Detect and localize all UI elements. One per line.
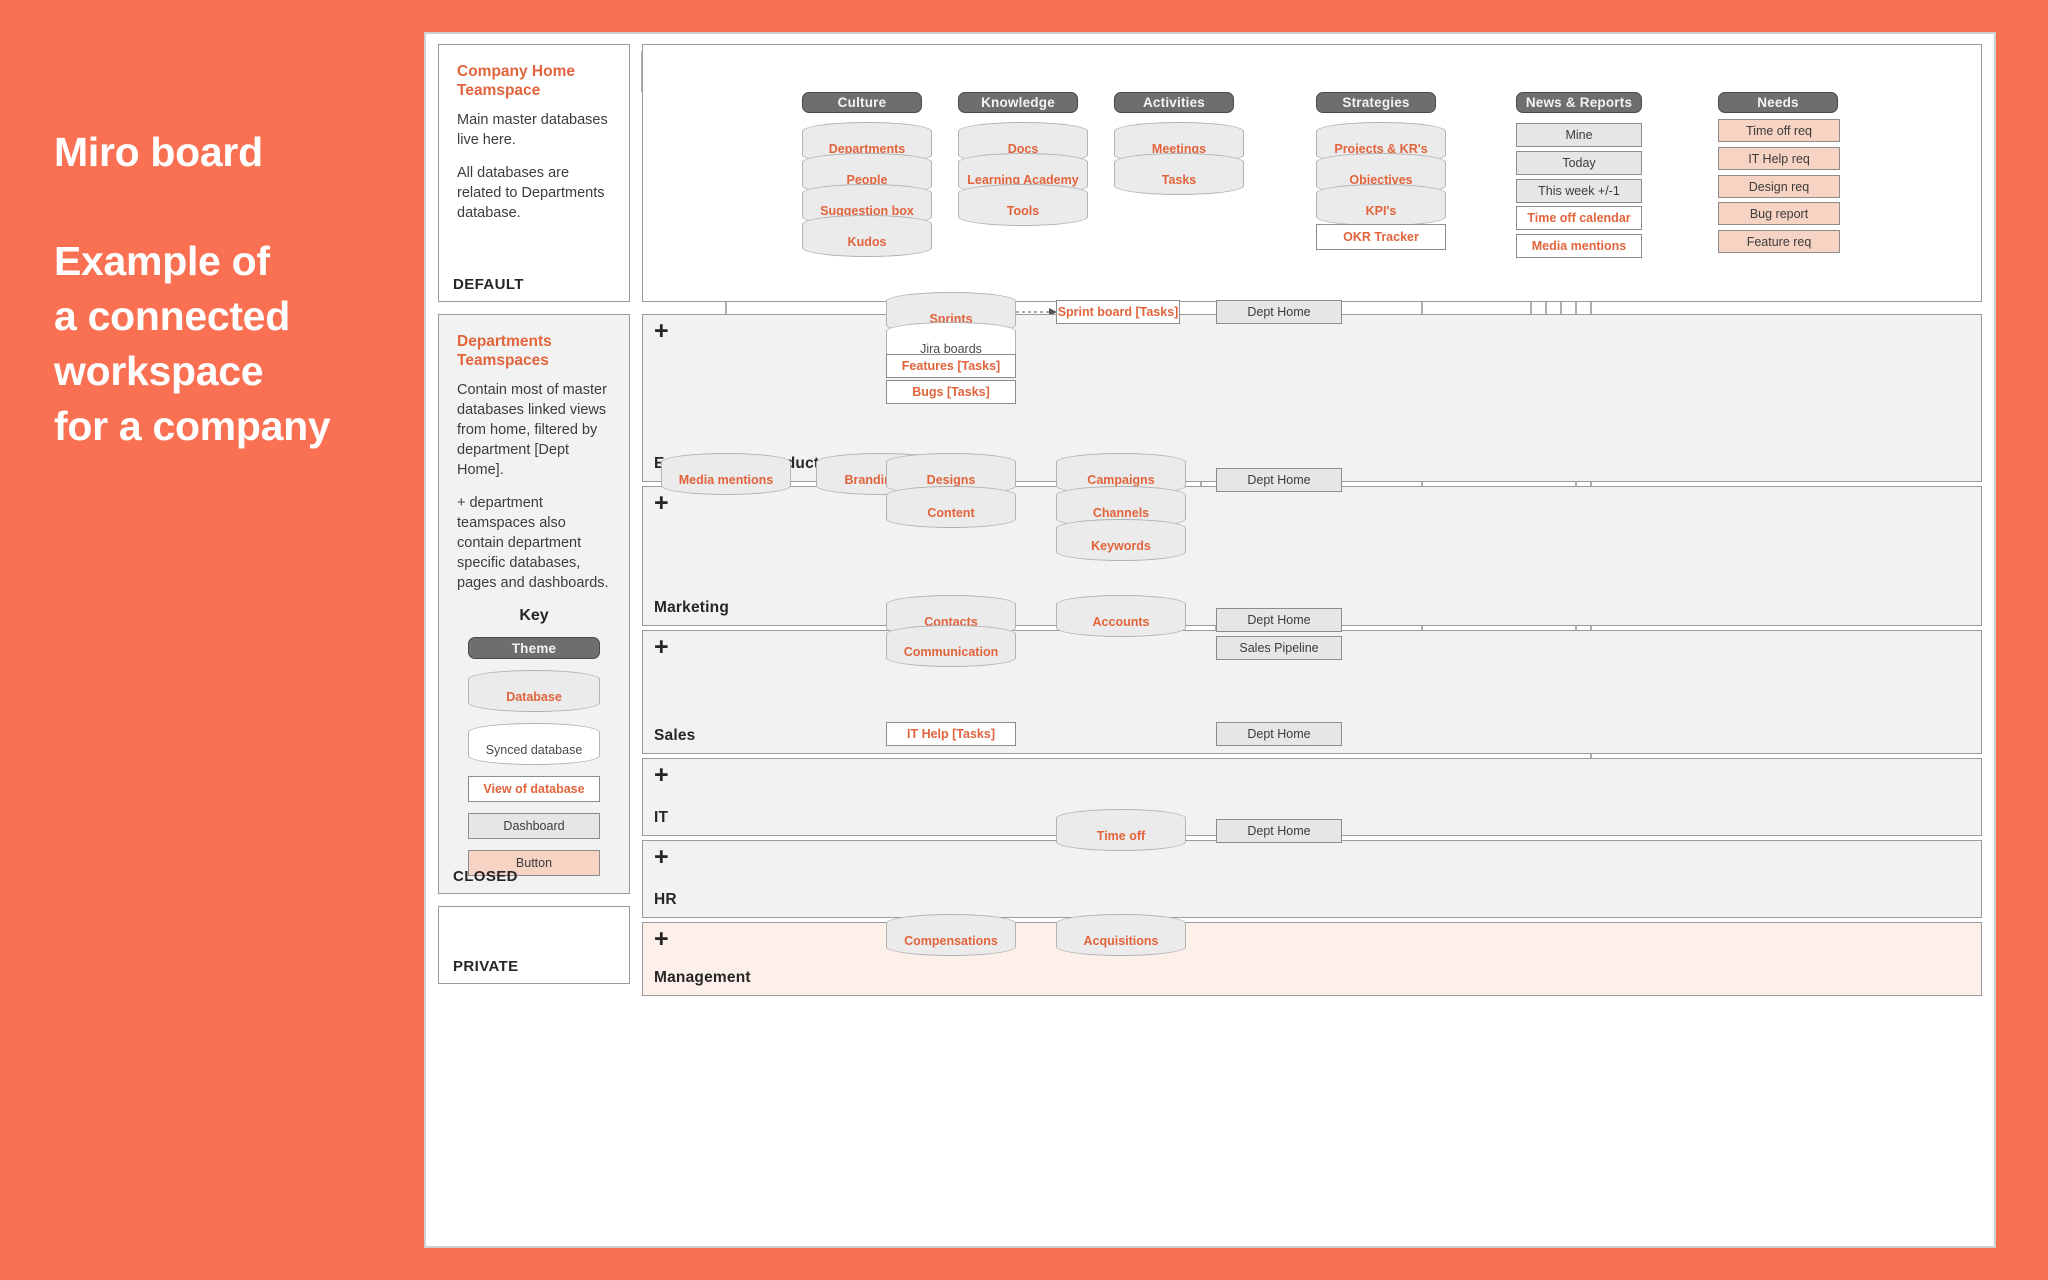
dashboard-dept-home-engineering[interactable]: Dept Home: [1216, 300, 1342, 324]
database-kudos[interactable]: Kudos: [802, 215, 932, 257]
key-item-theme: Theme: [457, 637, 611, 660]
add-button-sales[interactable]: +: [654, 633, 669, 661]
add-button-management[interactable]: +: [654, 925, 669, 953]
dashboard-today[interactable]: Today: [1516, 151, 1642, 175]
key-swatch-database: Database: [468, 670, 600, 713]
panel-label-hr: HR: [654, 891, 677, 908]
key-item-synced-database: Synced database: [457, 723, 611, 766]
card-title: Company Home Teamspace: [457, 63, 575, 100]
key-item-dashboard: Dashboard: [457, 813, 611, 840]
card-paragraph: All databases are related to Departments…: [457, 165, 605, 222]
key-swatch-view-of-database: View of database: [468, 776, 600, 803]
database-communication[interactable]: Communication: [886, 625, 1016, 667]
panel-hr[interactable]: + HR: [642, 840, 1982, 918]
panel-marketing[interactable]: + Marketing: [642, 486, 1982, 626]
teamspace-card-default[interactable]: Company Home Teamspace Main master datab…: [438, 44, 630, 302]
button-bug-report[interactable]: Bug report: [1718, 202, 1840, 225]
dashboard-sales-pipeline[interactable]: Sales Pipeline: [1216, 636, 1342, 660]
key-item-view-of-database: View of database: [457, 776, 611, 803]
dashboard-dept-home-it[interactable]: Dept Home: [1216, 722, 1342, 746]
teamspace-tag-default: DEFAULT: [453, 276, 524, 293]
database-media-mentions-mkt[interactable]: Media mentions: [661, 453, 791, 495]
database-compensations[interactable]: Compensations: [886, 914, 1016, 956]
view-features-tasks[interactable]: Features [Tasks]: [886, 354, 1016, 378]
add-button-it[interactable]: +: [654, 761, 669, 789]
dashboard-dept-home-hr[interactable]: Dept Home: [1216, 819, 1342, 843]
dashboard-this-week[interactable]: This week +/-1: [1516, 179, 1642, 203]
card-paragraph: Contain most of master databases linked …: [457, 382, 607, 479]
database-time-off[interactable]: Time off: [1056, 809, 1186, 851]
key-swatch-dashboard: Dashboard: [468, 813, 600, 840]
panel-management[interactable]: + Management: [642, 922, 1982, 996]
key-swatch-synced-database: Synced database: [468, 723, 600, 766]
panel-label-management: Management: [654, 969, 751, 986]
teamspace-tag-closed: CLOSED: [453, 868, 518, 885]
database-keywords[interactable]: Keywords: [1056, 519, 1186, 561]
database-acquisitions[interactable]: Acquisitions: [1056, 914, 1186, 956]
teamspace-card-closed[interactable]: Departments Teamspaces Contain most of m…: [438, 314, 630, 894]
view-sprint-board-tasks[interactable]: Sprint board [Tasks]: [1056, 300, 1180, 324]
teamspace-tag-private: PRIVATE: [453, 958, 519, 975]
key-swatch-theme: Theme: [468, 637, 600, 660]
database-kpis[interactable]: KPI's: [1316, 184, 1446, 226]
view-time-off-calendar[interactable]: Time off calendar: [1516, 206, 1642, 230]
button-time-off-req[interactable]: Time off req: [1718, 119, 1840, 142]
caption-subtitle: Example of a connected workspace for a c…: [54, 237, 331, 449]
view-okr-tracker[interactable]: OKR Tracker: [1316, 224, 1446, 250]
board-caption: Miro board Example of a connected worksp…: [54, 129, 354, 454]
theme-activities[interactable]: Activities: [1114, 92, 1234, 113]
card-paragraph: + department teamspaces also contain dep…: [457, 495, 609, 592]
theme-news-reports[interactable]: News & Reports: [1516, 92, 1642, 113]
dashboard-dept-home-sales[interactable]: Dept Home: [1216, 608, 1342, 632]
card-paragraph: Main master databases live here.: [457, 112, 608, 149]
database-tasks[interactable]: Tasks: [1114, 153, 1244, 195]
database-accounts[interactable]: Accounts: [1056, 595, 1186, 637]
database-tools[interactable]: Tools: [958, 184, 1088, 226]
key-swatch-button: Button: [468, 850, 600, 877]
card-title: Departments Teamspaces: [457, 333, 552, 370]
theme-needs[interactable]: Needs: [1718, 92, 1838, 113]
add-button-hr[interactable]: +: [654, 843, 669, 871]
add-button-marketing[interactable]: +: [654, 489, 669, 517]
view-bugs-tasks[interactable]: Bugs [Tasks]: [886, 380, 1016, 404]
button-design-req[interactable]: Design req: [1718, 175, 1840, 198]
theme-knowledge[interactable]: Knowledge: [958, 92, 1078, 113]
button-it-help-req[interactable]: IT Help req: [1718, 147, 1840, 170]
panel-label-it: IT: [654, 809, 669, 826]
dashboard-mine[interactable]: Mine: [1516, 123, 1642, 147]
caption-title: Miro board: [54, 129, 263, 175]
miro-canvas[interactable]: Company Home Teamspace Main master datab…: [424, 32, 1996, 1248]
key-item-button: Button: [457, 850, 611, 877]
theme-culture[interactable]: Culture: [802, 92, 922, 113]
key-title: Key: [519, 607, 549, 625]
key-item-database: Database: [457, 670, 611, 713]
view-media-mentions[interactable]: Media mentions: [1516, 234, 1642, 258]
view-it-help-tasks[interactable]: IT Help [Tasks]: [886, 722, 1016, 746]
dashboard-dept-home-marketing[interactable]: Dept Home: [1216, 468, 1342, 492]
database-content[interactable]: Content: [886, 486, 1016, 528]
teamspace-card-private[interactable]: PRIVATE: [438, 906, 630, 984]
theme-strategies[interactable]: Strategies: [1316, 92, 1436, 113]
add-button-engineering[interactable]: +: [654, 317, 669, 345]
panel-label-marketing: Marketing: [654, 599, 730, 616]
button-feature-req[interactable]: Feature req: [1718, 230, 1840, 253]
panel-label-sales: Sales: [654, 727, 696, 744]
